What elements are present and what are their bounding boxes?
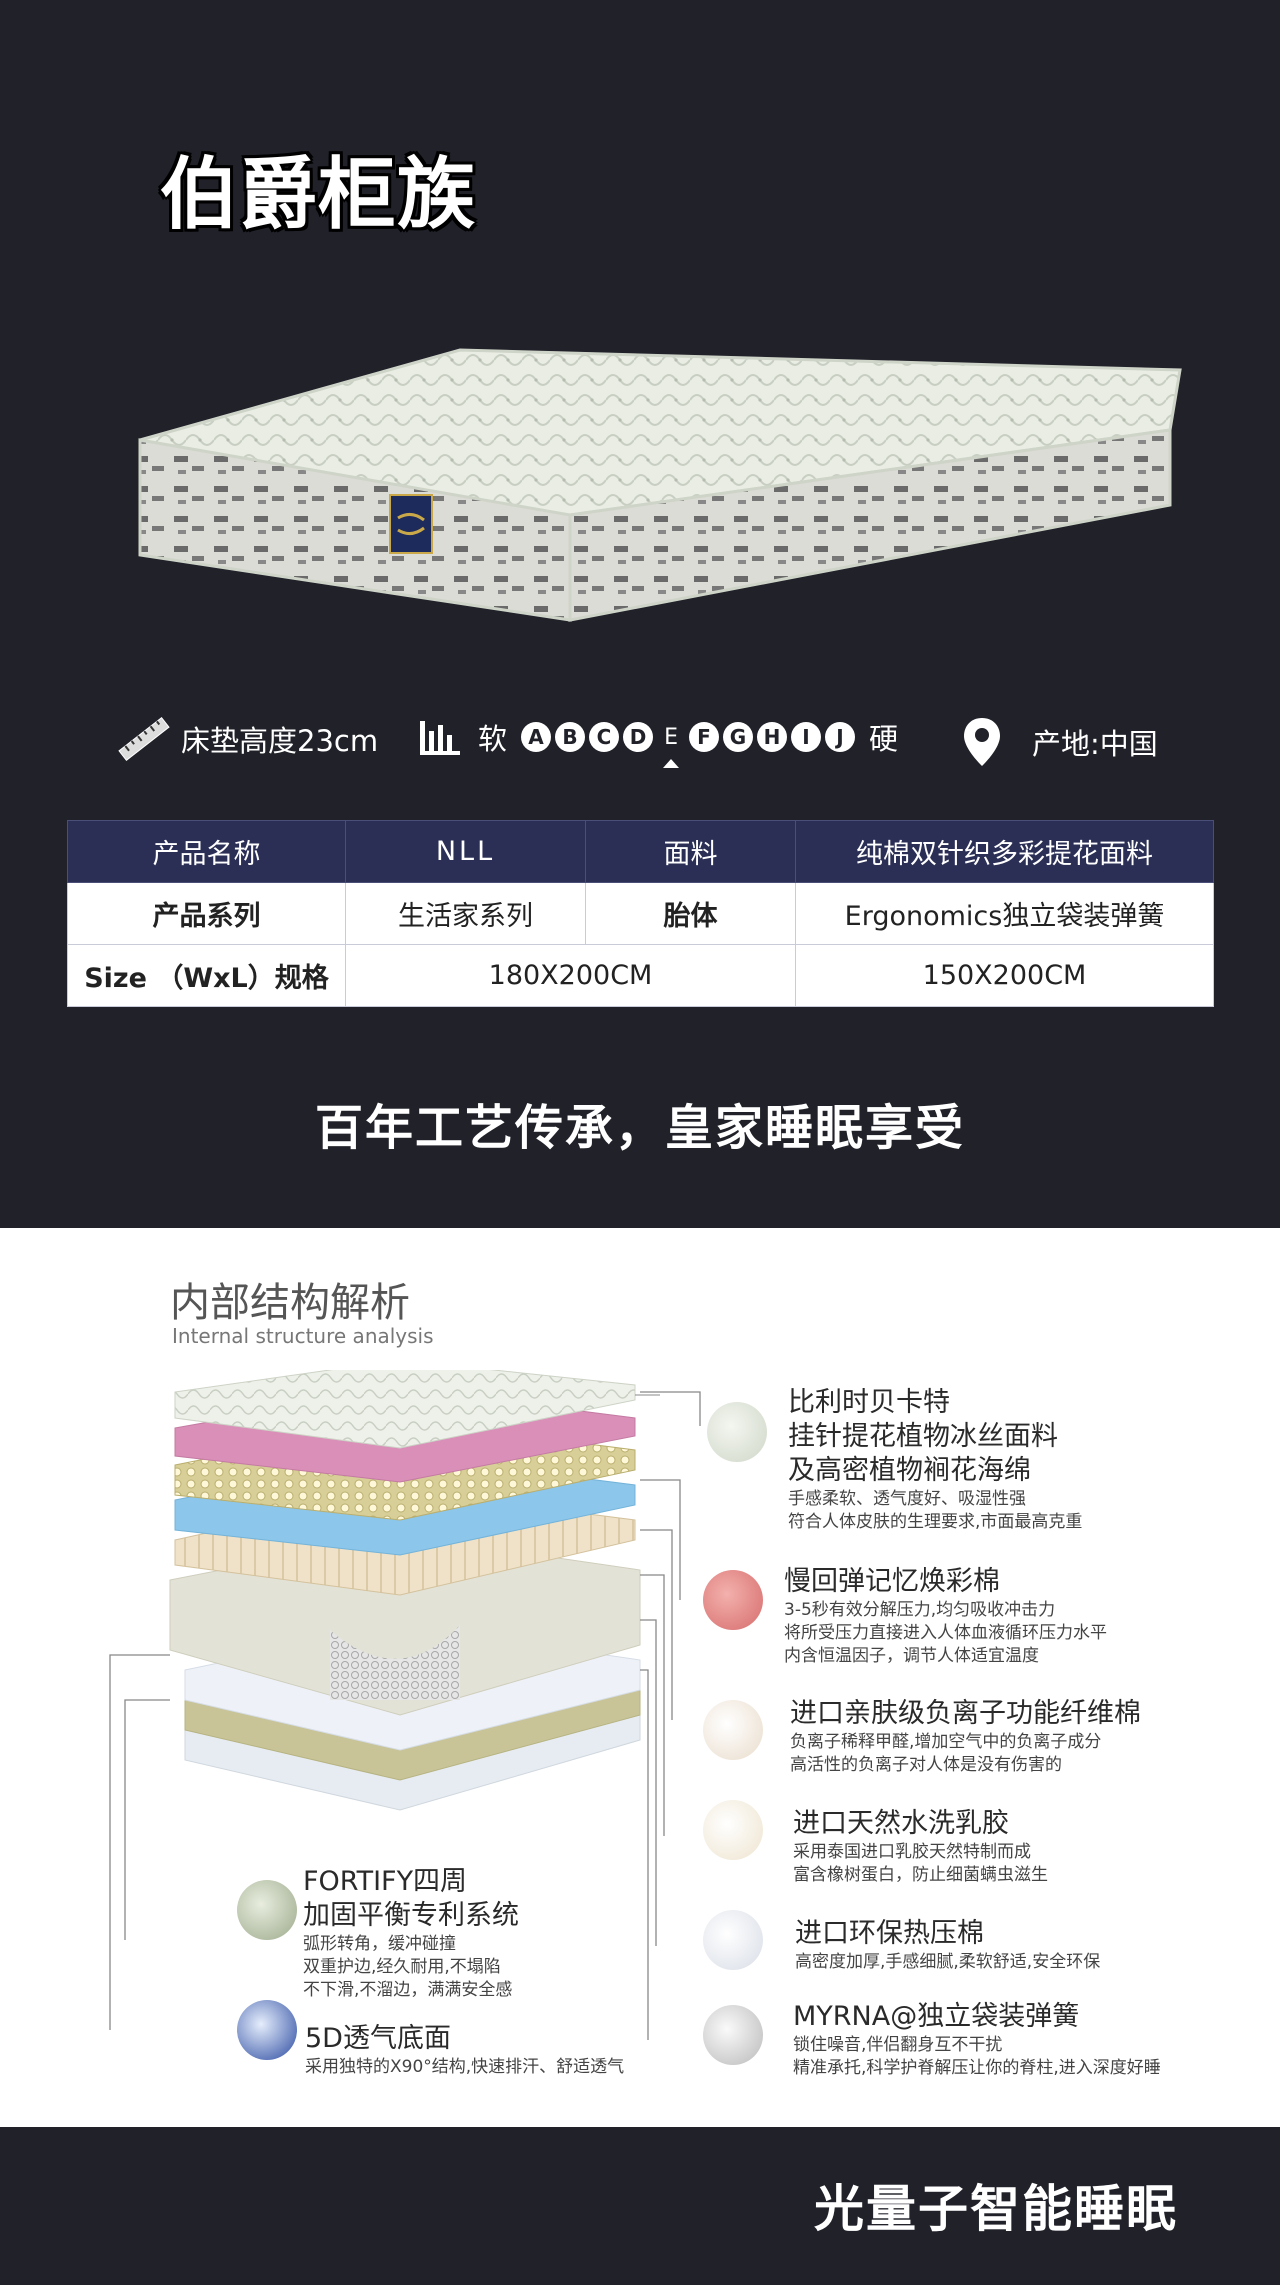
feature-desc: 内含恒温因子，调节人体适宜温度 [784,1646,1039,1666]
feature-title: 慢回弹记忆焕彩棉 [784,1566,1000,1597]
firmness-level-d: D [623,722,654,752]
feature-desc: 富含橡树蛋白，防止细菌螨虫滋生 [793,1865,1048,1885]
firmness-level-a: A [521,722,552,752]
feature-pocket-spring: MYRNA@独立袋装弹簧 锁住噪音,伴侣翻身互不干扰 精准承托,科学护脊解压让你… [793,2000,1161,2080]
feature-breathable-base: 5D透气底面 采用独特的X90°结构,快速排汗、舒适透气 [305,2022,624,2079]
table-cell: 纯棉双针织多彩提花面料 [795,820,1214,883]
edge-support-thumb-icon [237,1880,297,1940]
feature-memory-foam: 慢回弹记忆焕彩棉 3-5秒有效分解压力,均匀吸收冲击力 将所受压力直接进入人体血… [784,1565,1107,1668]
feature-desc: 弧形转角，缓冲碰撞 [303,1934,456,1954]
latex-thumb-icon [703,1800,763,1860]
feature-desc: 将所受压力直接进入人体血液循环压力水平 [784,1623,1107,1643]
origin-spec: 产地:中国 [962,716,1158,768]
table-cell: 胎体 [585,882,796,945]
mattress-image [138,348,1182,622]
feature-title: FORTIFY四周 [303,1866,468,1897]
firmness-level-c: C [589,722,620,752]
feature-desc: 手感柔软、透气度好、吸湿性强 [788,1489,1026,1509]
table-cell: 生活家系列 [345,882,586,945]
feature-title: 进口天然水洗乳胶 [793,1808,1009,1839]
soft-label: 软 [478,722,508,756]
firmness-level-g: G [723,722,754,752]
breathable-base-thumb-icon [237,2000,297,2060]
feature-title: 进口亲肤级负离子功能纤维棉 [790,1698,1141,1729]
bar-chart-icon [420,721,460,755]
brand-logo: 伯爵柜族 [160,150,477,240]
feature-desc: 精准承托,科学护脊解压让你的脊柱,进入深度好睡 [793,2058,1161,2078]
bottom-banner: 光量子智能睡眠 [0,2127,1280,2285]
table-cell: Size （WxL）规格 [67,944,346,1007]
origin-label: 产地:中国 [1032,727,1158,761]
feature-title: 5D透气底面 [305,2023,451,2054]
memory-foam-thumb-icon [703,1570,763,1630]
feature-title: 进口环保热压棉 [795,1918,984,1949]
table-cell: 产品系列 [67,882,346,945]
height-label: 床垫高度23cm [181,724,379,758]
feature-desc: 高密度加厚,手感细腻,柔软舒适,安全环保 [795,1952,1101,1972]
feature-desc: 锁住噪音,伴侣翻身互不干扰 [793,2035,1003,2055]
section-subtitle: Internal structure analysis [172,1324,434,1348]
hard-label: 硬 [869,722,899,756]
thermal-cotton-thumb-icon [703,1910,763,1970]
feature-desc: 符合人体皮肤的生理要求,市面最高克重 [788,1512,1083,1532]
bottom-slogan: 光量子智能睡眠 [814,2180,1178,2238]
feature-desc: 采用独特的X90°结构,快速排汗、舒适透气 [305,2057,625,2077]
hero-section: 伯爵柜族 [0,0,1280,1228]
tagline: 百年工艺传承，皇家睡眠享受 [314,1100,965,1156]
leader-lines [109,1391,701,2040]
firmness-level-h: H [757,722,788,752]
table-cell: 180X200CM [345,944,796,1007]
firmness-level-f: F [689,722,720,752]
layer-diagram [169,1370,660,1811]
table-row: 产品名称 NLL 面料 纯棉双针织多彩提花面料 [67,820,1214,883]
feature-title: 及高密植物裥花海绵 [788,1455,1031,1486]
feature-title: 加固平衡专利系统 [303,1900,519,1931]
fiber-cotton-thumb-icon [703,1700,763,1760]
feature-fabric: 比利时贝卡特 挂针提花植物冰丝面料 及高密植物裥花海绵 手感柔软、透气度好、吸湿… [788,1386,1082,1534]
firmness-level-i: I [791,722,822,752]
section-title: 内部结构解析 [170,1280,410,1326]
firmness-level-b: B [555,722,586,752]
table-cell: 150X200CM [795,944,1214,1007]
table-row: 产品系列 生活家系列 胎体 Ergonomics独立袋装弹簧 [67,882,1214,945]
feature-desc: 双重护边,经久耐用,不塌陷 [303,1957,501,1977]
feature-desc: 负离子稀释甲醛,增加空气中的负离子成分 [790,1732,1102,1752]
feature-fiber-cotton: 进口亲肤级负离子功能纤维棉 负离子稀释甲醛,增加空气中的负离子成分 高活性的负离… [790,1697,1141,1777]
firmness-level-j: J [825,722,856,752]
table-row: Size （WxL）规格 180X200CM 150X200CM [67,944,1214,1007]
feature-desc: 采用泰国进口乳胶天然特制而成 [793,1842,1031,1862]
feature-latex: 进口天然水洗乳胶 采用泰国进口乳胶天然特制而成 富含橡树蛋白，防止细菌螨虫滋生 [793,1807,1048,1887]
feature-title: MYRNA@独立袋装弹簧 [793,2001,1080,2032]
table-cell: NLL [345,820,586,883]
location-pin-icon [964,718,1000,766]
fabric-thumb-icon [707,1402,767,1462]
pocket-spring-thumb-icon [703,2005,763,2065]
feature-desc: 高活性的负离子对人体是没有伤害的 [790,1755,1062,1775]
height-spec: 床垫高度23cm [115,716,378,762]
spec-table: 产品名称 NLL 面料 纯棉双针织多彩提花面料 产品系列 生活家系列 胎体 Er… [67,820,1214,1007]
feature-desc: 不下滑,不溜边，满满安全感 [303,1980,513,2000]
table-cell: Ergonomics独立袋装弹簧 [795,882,1214,945]
ruler-icon [118,716,170,762]
feature-edge-support: FORTIFY四周 加固平衡专利系统 弧形转角，缓冲碰撞 双重护边,经久耐用,不… [303,1865,519,2002]
table-cell: 面料 [585,820,796,883]
feature-desc: 3-5秒有效分解压力,均匀吸收冲击力 [784,1600,1056,1620]
feature-thermal-cotton: 进口环保热压棉 高密度加厚,手感细腻,柔软舒适,安全环保 [795,1917,1100,1974]
firmness-level-e: E [658,720,684,768]
feature-title: 挂针提花植物冰丝面料 [788,1421,1058,1452]
feature-title: 比利时贝卡特 [788,1387,950,1418]
table-cell: 产品名称 [67,820,346,883]
